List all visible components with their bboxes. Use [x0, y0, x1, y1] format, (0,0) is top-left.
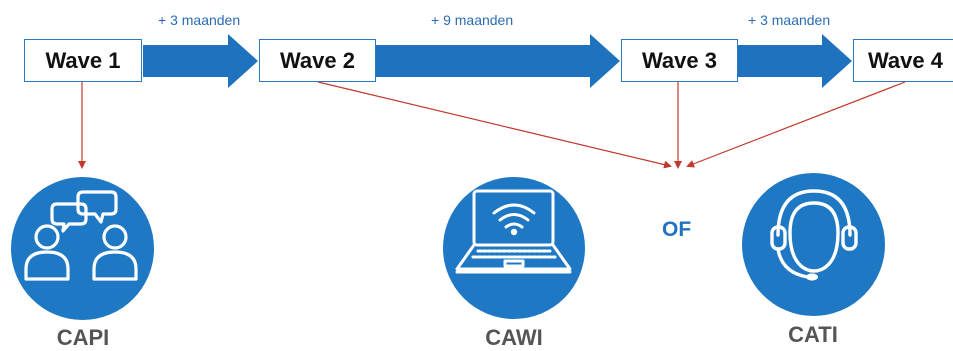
wave-3-box: Wave 3 — [621, 39, 738, 82]
headset-icon — [770, 189, 858, 281]
wave-2-label: Wave 2 — [279, 47, 355, 73]
interval-label-2: + 9 maanden — [431, 12, 514, 28]
wave-2-box: Wave 2 — [259, 39, 376, 82]
conversation-people-icon — [24, 190, 138, 281]
connector-wave2-to-or — [317, 81, 672, 169]
wave-1-box: Wave 1 — [24, 39, 142, 82]
arrow-wave1-to-wave2 — [143, 34, 258, 88]
wave-4-label: Wave 4 — [867, 47, 943, 73]
wave-4-box: Wave 4 — [853, 39, 953, 82]
cawi-circle — [443, 177, 585, 319]
wave-3-label: Wave 3 — [641, 47, 717, 73]
connector-wave4-to-or — [686, 81, 906, 168]
cawi-label: CAWI — [485, 325, 543, 350]
arrow-wave2-to-wave3 — [376, 34, 620, 88]
capi-circle — [11, 177, 154, 320]
cati-circle — [742, 173, 885, 316]
interval-label-1: + 3 maanden — [158, 12, 241, 28]
laptop-wifi-icon — [455, 189, 572, 274]
wave-1-label: Wave 1 — [45, 47, 121, 73]
capi-label: CAPI — [56, 325, 110, 350]
arrow-wave3-to-wave4 — [738, 34, 852, 88]
cati-label: CATI — [788, 322, 838, 347]
or-label: OF — [662, 218, 692, 241]
interval-label-3: + 3 maanden — [748, 12, 831, 28]
